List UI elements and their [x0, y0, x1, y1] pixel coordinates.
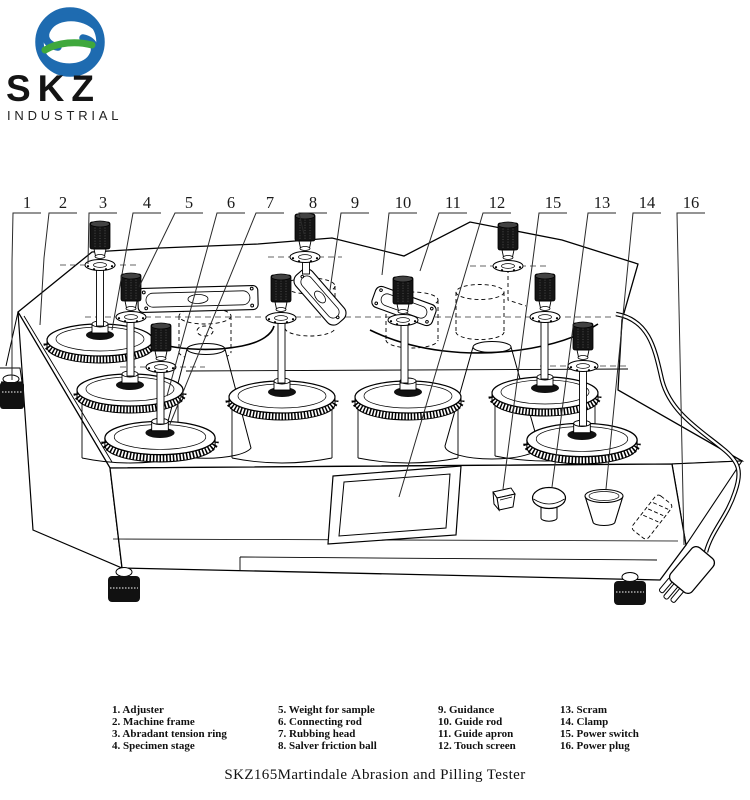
callout-number: 7 — [266, 193, 274, 212]
callout-number: 8 — [309, 193, 317, 212]
legend-item: 3. Abradant tension ring — [112, 727, 227, 740]
legend-item: 13. Scram — [560, 704, 608, 716]
brand-wordmark: SKZ — [6, 68, 101, 109]
legend-item: 14. Clamp — [560, 715, 609, 728]
callout-numbers: 1 2 3 4 5 6 7 8 9 10 11 12 15 13 14 16 — [23, 193, 699, 212]
callout-leader-lines — [11, 212, 705, 546]
callout-number: 2 — [59, 193, 67, 212]
legend-item: 5. Weight for sample — [278, 704, 375, 716]
callout-number: 10 — [395, 193, 412, 212]
legend-column-2: 5. Weight for sample 6. Connecting rod 7… — [278, 704, 377, 753]
scram-button — [531, 486, 567, 522]
legend-item: 11. Guide apron — [438, 727, 514, 740]
clamp-cup — [584, 488, 624, 527]
power-switch — [492, 487, 516, 512]
legend-item: 9. Guidance — [438, 704, 495, 716]
power-plug — [658, 545, 716, 603]
skz-logo-icon — [35, 7, 105, 77]
legend-item: 10. Guide rod — [438, 715, 503, 728]
legend-item: 4. Specimen stage — [112, 739, 195, 752]
power-cable — [615, 311, 741, 553]
connecting-rods — [96, 259, 587, 427]
legend-item: 1. Adjuster — [112, 704, 164, 716]
legend-column-1: 1. Adjuster 2. Machine frame 3. Abradant… — [112, 704, 227, 753]
callout-number: 14 — [639, 193, 656, 212]
legend-item: 8. Salver friction ball — [278, 739, 377, 752]
legend-item: 16. Power plug — [560, 739, 630, 752]
callout-number: 16 — [683, 193, 700, 212]
salver-friction-ball-knob — [289, 212, 321, 263]
sample-weight-knob — [84, 220, 116, 271]
adjuster-feet — [0, 374, 646, 605]
callout-number: 5 — [185, 193, 193, 212]
legend-item: 12. Touch screen — [438, 739, 516, 752]
callout-number: 15 — [545, 193, 562, 212]
callout-number: 4 — [143, 193, 151, 212]
legend-item: 2. Machine frame — [112, 715, 195, 728]
legend-item: 15. Power switch — [560, 727, 639, 740]
diagram-caption: SKZ165Martindale Abrasion and Pilling Te… — [224, 767, 526, 783]
power-socket-hidden — [631, 494, 673, 540]
legend-item: 7. Rubbing head — [278, 727, 356, 740]
callout-number: 1 — [23, 193, 31, 212]
callout-number: 6 — [227, 193, 235, 212]
adjuster-foot — [0, 382, 24, 409]
adjuster-foot — [614, 581, 646, 605]
callout-number: 12 — [489, 193, 506, 212]
adjuster-foot — [108, 576, 140, 602]
callout-number: 11 — [445, 193, 461, 212]
logo-green-swoosh — [41, 39, 96, 54]
brand-subtitle: INDUSTRIAL — [7, 108, 123, 123]
legend-item: 6. Connecting rod — [278, 715, 362, 728]
callout-number: 13 — [594, 193, 611, 212]
guidance-plate-left — [137, 285, 259, 313]
callout-number: 3 — [99, 193, 107, 212]
callout-number: 9 — [351, 193, 359, 212]
touch-screen — [327, 465, 462, 545]
legend-column-3: 9. Guidance 10. Guide rod 11. Guide apro… — [438, 704, 516, 753]
legend-column-4: 13. Scram 14. Clamp 15. Power switch 16.… — [560, 704, 639, 753]
hidden-guide-cylinders — [178, 277, 505, 361]
guidance-plate-diagonal — [293, 268, 347, 326]
